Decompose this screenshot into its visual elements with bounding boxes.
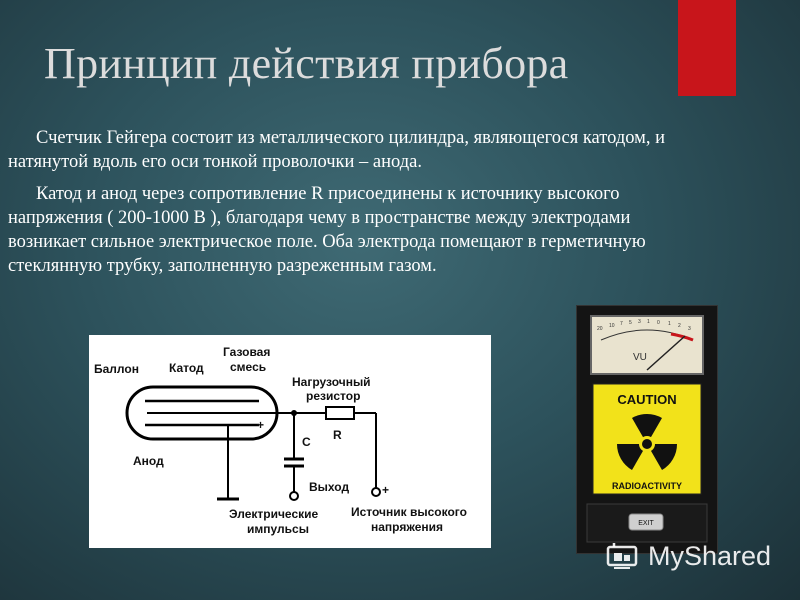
- label-plus-source: +: [382, 483, 389, 497]
- meter-red-zone: [670, 332, 694, 342]
- radioactivity-label: RADIOACTIVITY: [612, 481, 682, 491]
- source-terminal: [371, 487, 381, 497]
- vu-meter: [590, 315, 704, 375]
- diagram-svg: Баллон Катод Газовая смесь Нагрузочный р…: [94, 345, 467, 536]
- exit-button[interactable]: [628, 513, 664, 531]
- meter-scale-2: 7: [620, 321, 623, 327]
- geiger-counter-device-image: VU 20 10 7 5 3 1 0 1 2 3 CAUTION RADIOAC…: [576, 305, 718, 554]
- geiger-counter-diagram: Баллон Катод Газовая смесь Нагрузочный р…: [89, 335, 491, 548]
- label-anode: Анод: [133, 454, 164, 468]
- label-gas-2: смесь: [230, 360, 266, 374]
- resistor-symbol: [325, 406, 355, 420]
- meter-scale-0: 20: [597, 326, 603, 332]
- projector-icon: [606, 543, 638, 569]
- meter-scale-3: 5: [629, 320, 632, 326]
- caution-label: CAUTION: [617, 392, 676, 407]
- meter-scale-9: 3: [688, 326, 691, 332]
- slide-body: Счетчик Гейгера состоит из металлическог…: [8, 126, 708, 286]
- label-balloon: Баллон: [94, 362, 139, 376]
- label-cathode: Катод: [169, 361, 204, 375]
- label-load-2: резистор: [306, 389, 360, 403]
- meter-vu-label: VU: [633, 352, 647, 363]
- meter-needle: [646, 335, 686, 371]
- watermark-text: MyShared: [648, 540, 772, 571]
- label-source-2: напряжения: [371, 520, 443, 534]
- label-load-1: Нагрузочный: [292, 375, 371, 389]
- slide-title: Принцип действия прибора: [44, 39, 569, 88]
- exit-button-label: EXIT: [638, 520, 654, 527]
- paragraph-1: Счетчик Гейгера состоит из металлическог…: [8, 128, 665, 172]
- label-pulses-1: Электрические: [229, 507, 319, 521]
- meter-scale-4: 3: [638, 319, 641, 325]
- paragraph-2: Катод и анод через сопротивление R присо…: [8, 184, 646, 276]
- label-c: C: [302, 435, 311, 449]
- meter-scale-7: 1: [668, 321, 671, 327]
- label-pulses-2: импульсы: [247, 522, 309, 536]
- meter-scale-6: 0: [657, 320, 660, 326]
- radiation-symbol-icon: [617, 413, 677, 474]
- meter-scale-5: 1: [647, 319, 650, 325]
- label-output: Выход: [309, 480, 349, 494]
- label-plus-tube: +: [257, 418, 264, 432]
- device-svg: VU 20 10 7 5 3 1 0 1 2 3 CAUTION RADIOAC…: [577, 306, 717, 553]
- label-r: R: [333, 428, 342, 442]
- label-source-1: Источник высокого: [351, 505, 467, 519]
- red-accent-tab: [678, 0, 736, 96]
- meter-scale-1: 10: [609, 323, 615, 329]
- meter-scale-8: 2: [678, 323, 681, 329]
- output-terminal: [289, 491, 299, 501]
- label-gas-1: Газовая: [223, 345, 270, 359]
- watermark: MyShared: [606, 536, 771, 576]
